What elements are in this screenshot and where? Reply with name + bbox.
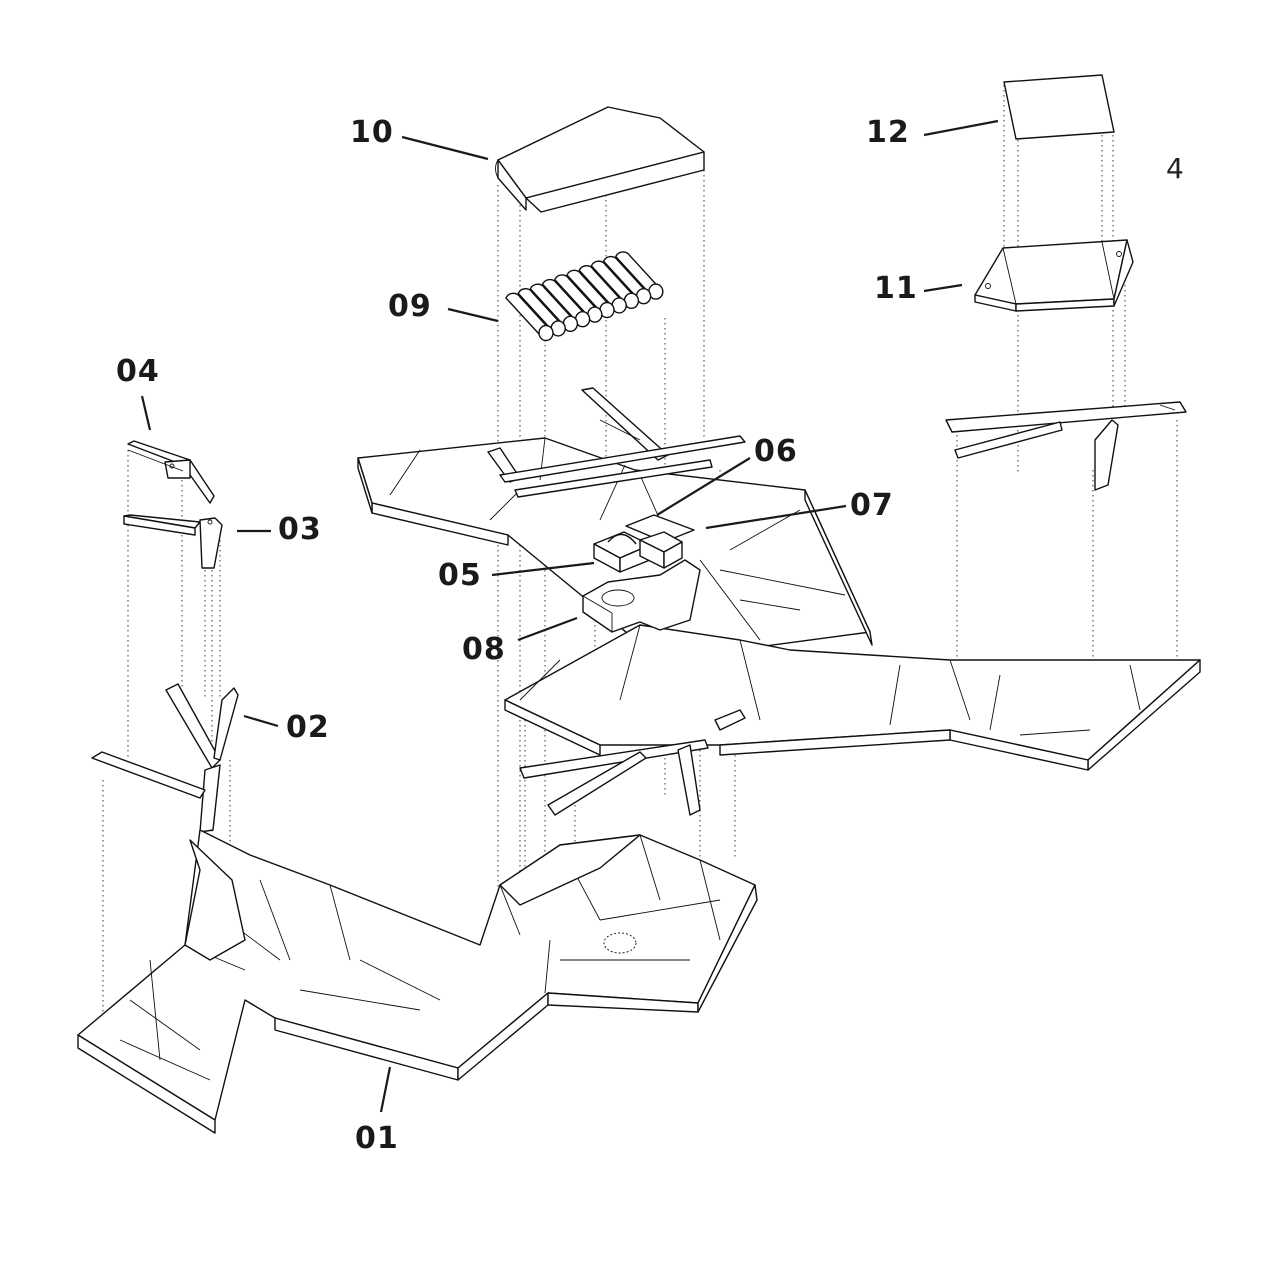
battery-cell: [529, 283, 579, 332]
middle-plate: [504, 624, 1201, 771]
part-09-battery-pack: [505, 251, 664, 342]
part-12-panel: [1003, 74, 1115, 140]
label-10: 10: [350, 115, 394, 150]
label-12: 12: [866, 115, 910, 150]
label-05: 05: [438, 558, 482, 593]
battery-cell: [602, 255, 652, 305]
leader-lines: [140, 119, 999, 1113]
part-11-cover: [974, 239, 1134, 312]
label-07: 07: [850, 488, 894, 523]
part-labels: 10 09 12 11 04 03 02 06 07 05 08 01 4: [116, 115, 1184, 1156]
part-06-07-modules: [625, 514, 695, 569]
upper-truss-arms: [487, 387, 746, 498]
part-01-base-plate: [77, 829, 758, 1134]
part-10-cover: [495, 106, 705, 213]
label-04: 04: [116, 354, 160, 389]
label-08: 08: [462, 632, 506, 667]
battery-cell: [505, 292, 554, 342]
label-09: 09: [388, 289, 432, 324]
middle-lower-truss: [519, 709, 746, 816]
label-02: 02: [286, 710, 330, 745]
part-03-bracket: [123, 514, 223, 569]
right-upper-truss: [945, 401, 1187, 491]
label-03: 03: [278, 512, 322, 547]
battery-cell: [578, 265, 627, 314]
battery-cell: [517, 288, 566, 337]
label-11: 11: [874, 271, 918, 306]
part-04-bracket: [127, 440, 215, 504]
label-01: 01: [355, 1121, 399, 1156]
battery-cell: [554, 274, 603, 323]
label-06: 06: [754, 434, 798, 469]
part-08-base-block: [582, 559, 701, 633]
battery-cell: [541, 278, 591, 328]
page-number: 4: [1166, 152, 1184, 185]
battery-cell: [590, 260, 640, 309]
part-02-truss: [91, 683, 239, 833]
